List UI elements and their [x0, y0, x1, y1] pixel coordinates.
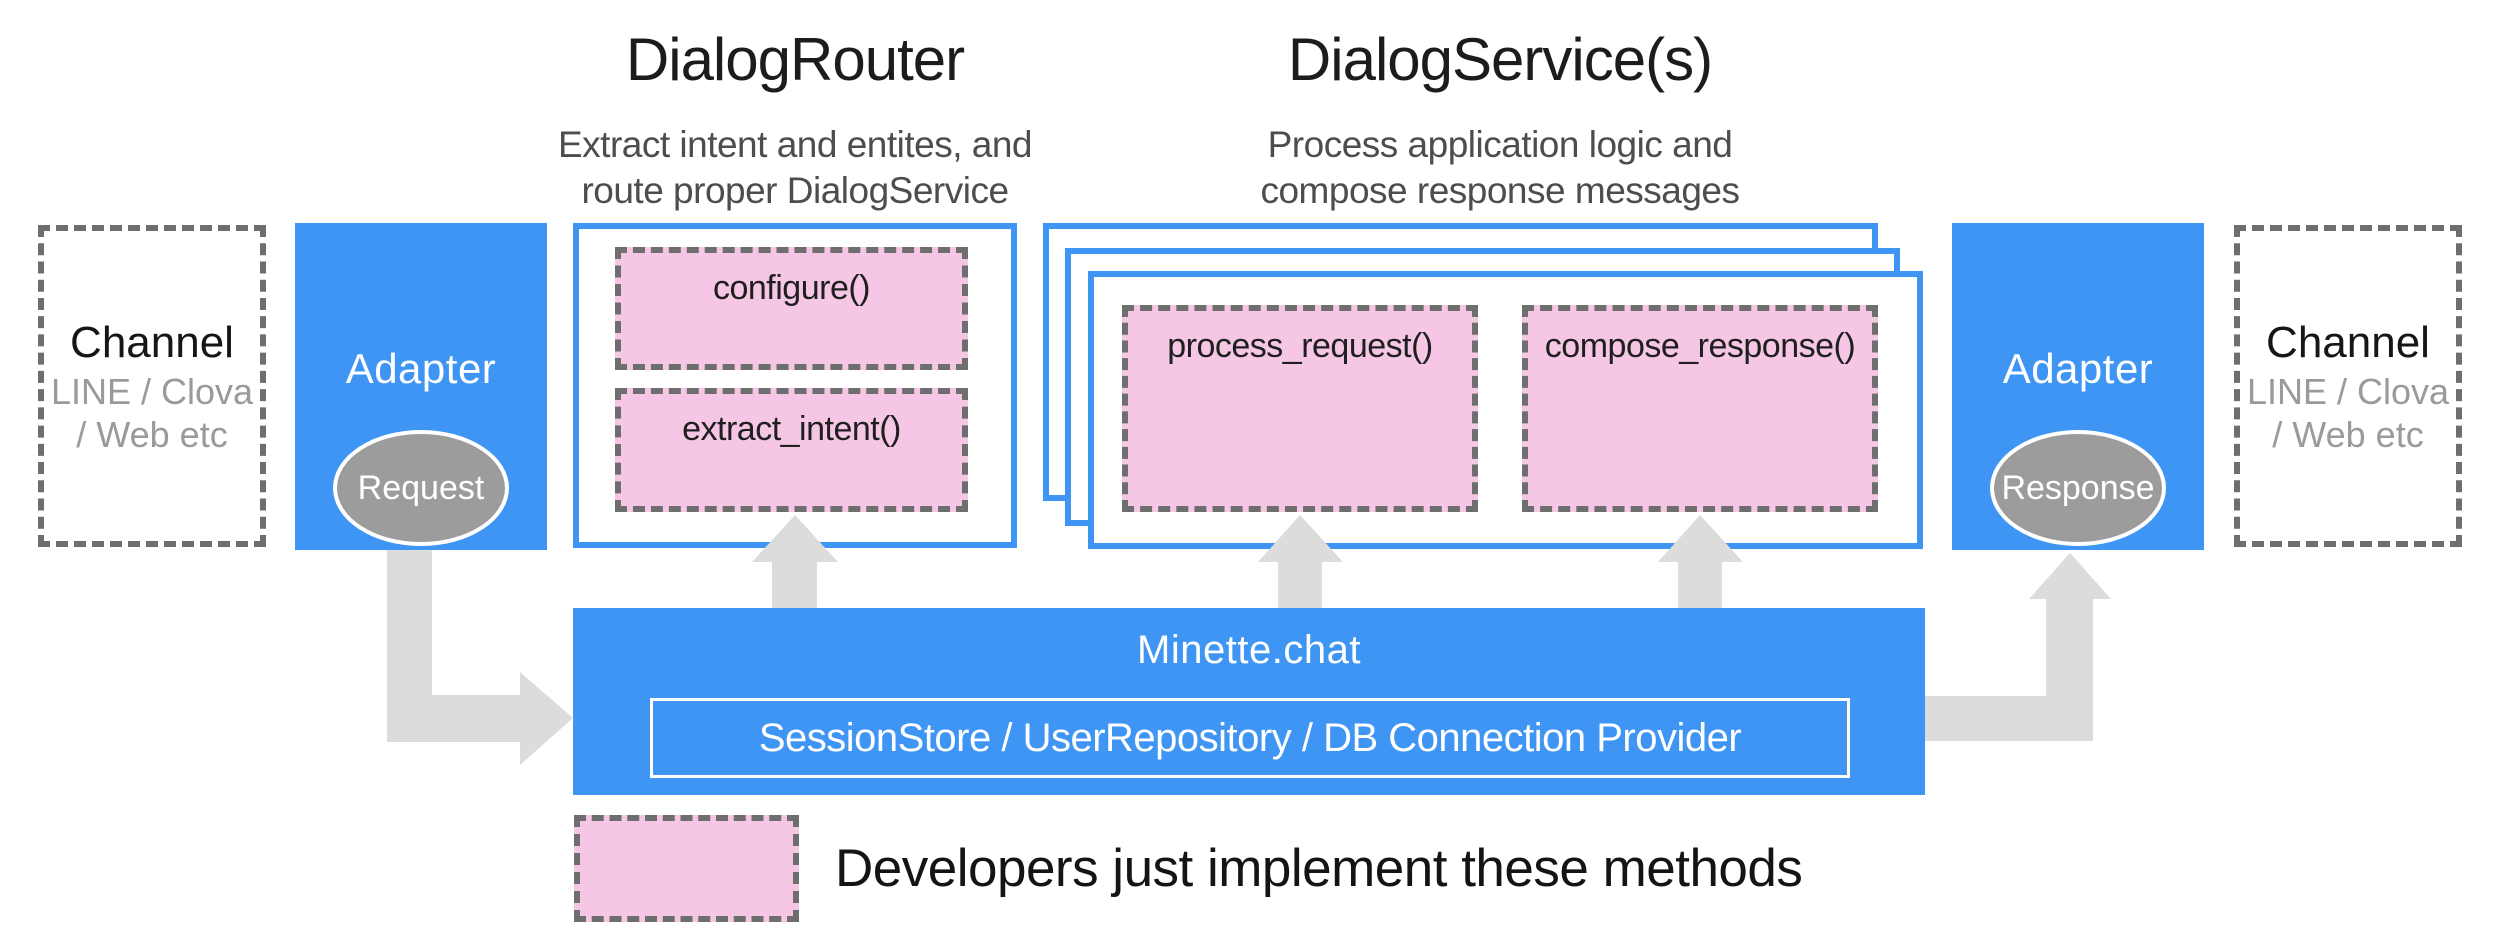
channel-left-subtitle-line1: LINE / Clova — [50, 371, 254, 412]
legend-label: Developers just implement these methods — [835, 839, 1803, 898]
adapter-box-right: Adapter Response — [1952, 223, 2204, 550]
adapter-left-label: Adapter — [345, 345, 497, 392]
minette-chat-title: Minette.chat — [1137, 628, 1361, 672]
channel-left-subtitle-line2: / Web etc — [76, 414, 228, 455]
extract-intent-method-box: extract_intent() — [615, 388, 968, 512]
adapter-box-left: Adapter Request — [295, 223, 547, 550]
channel-left-title: Channel — [70, 318, 234, 367]
minette-chat-bar: Minette.chat SessionStore / UserReposito… — [573, 608, 1925, 795]
platform-components-label: SessionStore / UserRepository / DB Conne… — [758, 715, 1742, 760]
dialog-service-subtitle-line1: Process application logic and — [1267, 124, 1733, 165]
channel-box-left: Channel LINE / Clova / Web etc — [38, 225, 266, 547]
dialog-router-subtitle-line1: Extract intent and entites, and — [557, 124, 1033, 165]
dialog-service-subtitle: Process application logic and compose re… — [1200, 122, 1800, 214]
dialog-service-subtitle-line2: compose response messages — [1260, 170, 1740, 211]
request-badge: Request — [333, 430, 509, 546]
compose-response-method-box: compose_response() — [1522, 305, 1878, 512]
channel-right-title: Channel — [2266, 318, 2430, 367]
channel-box-right: Channel LINE / Clova / Web etc — [2234, 225, 2462, 547]
response-badge: Response — [1990, 430, 2166, 546]
dialog-router-subtitle: Extract intent and entites, and route pr… — [495, 122, 1095, 214]
configure-method-label: configure() — [712, 269, 871, 307]
request-elbow-arrow — [387, 550, 573, 765]
legend-swatch — [574, 815, 799, 922]
dialog-service-title: DialogService(s) — [1287, 26, 1713, 93]
channel-right-subtitle-line2: / Web etc — [2272, 414, 2424, 455]
dialog-router-title: DialogRouter — [625, 26, 965, 93]
dialog-router-subtitle-line2: route proper DialogService — [581, 170, 1009, 211]
process-request-method-box: process_request() — [1122, 305, 1478, 512]
compose-response-method-label: compose_response() — [1544, 327, 1856, 365]
channel-right-subtitle-line1: LINE / Clova — [2246, 371, 2450, 412]
extract-intent-method-label: extract_intent() — [682, 410, 901, 448]
configure-method-box: configure() — [615, 247, 968, 370]
response-elbow-arrow — [1925, 553, 2111, 741]
request-badge-label: Request — [357, 468, 485, 507]
response-badge-label: Response — [2001, 468, 2155, 507]
platform-components-box: SessionStore / UserRepository / DB Conne… — [650, 698, 1850, 778]
adapter-right-label: Adapter — [2002, 345, 2154, 392]
process-request-method-label: process_request() — [1167, 327, 1433, 365]
